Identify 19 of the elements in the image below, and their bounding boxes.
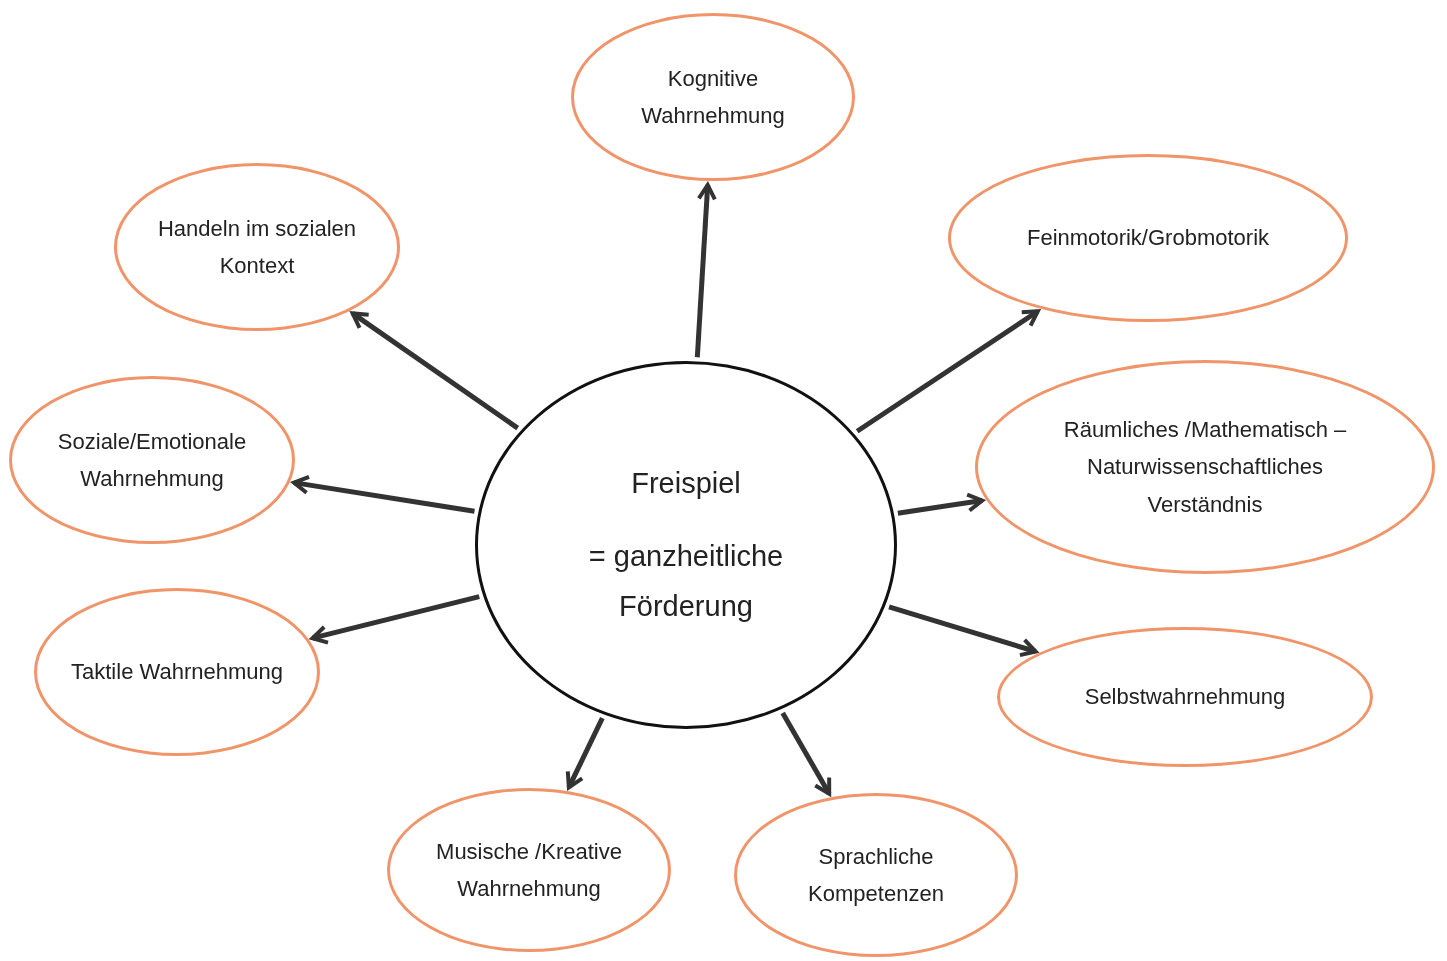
center-title: Freispiel xyxy=(631,466,741,502)
topic-label: Handeln im sozialen Kontext xyxy=(156,214,358,280)
arrow xyxy=(897,492,985,516)
topic-label: Räumliches /Mathematisch – Naturwissenschaftliches Verständnis xyxy=(1062,415,1348,519)
topic-label: Sprachliche Kompetenzen xyxy=(807,842,945,908)
arrow xyxy=(291,474,475,514)
arrow xyxy=(694,182,717,358)
topic-label: Taktile Wahrnehmung xyxy=(71,658,283,687)
arrow xyxy=(565,717,605,790)
topic-label: Kognitive Wahrnehmung xyxy=(640,64,786,130)
arrow xyxy=(888,604,1038,658)
center-subtitle: = ganzheitliche Förderung xyxy=(587,539,785,624)
arrow xyxy=(310,594,480,645)
topic-label: Selbstwahrnehmung xyxy=(1084,683,1286,712)
arrow xyxy=(350,311,520,431)
arrow xyxy=(855,309,1040,434)
topic-label: Musische /Kreative Wahrnehmung xyxy=(435,837,623,903)
topic-label: Feinmotorik/Grobmotorik xyxy=(1026,224,1270,253)
topic-label: Soziale/Emotionale Wahrnehmung xyxy=(56,427,248,493)
